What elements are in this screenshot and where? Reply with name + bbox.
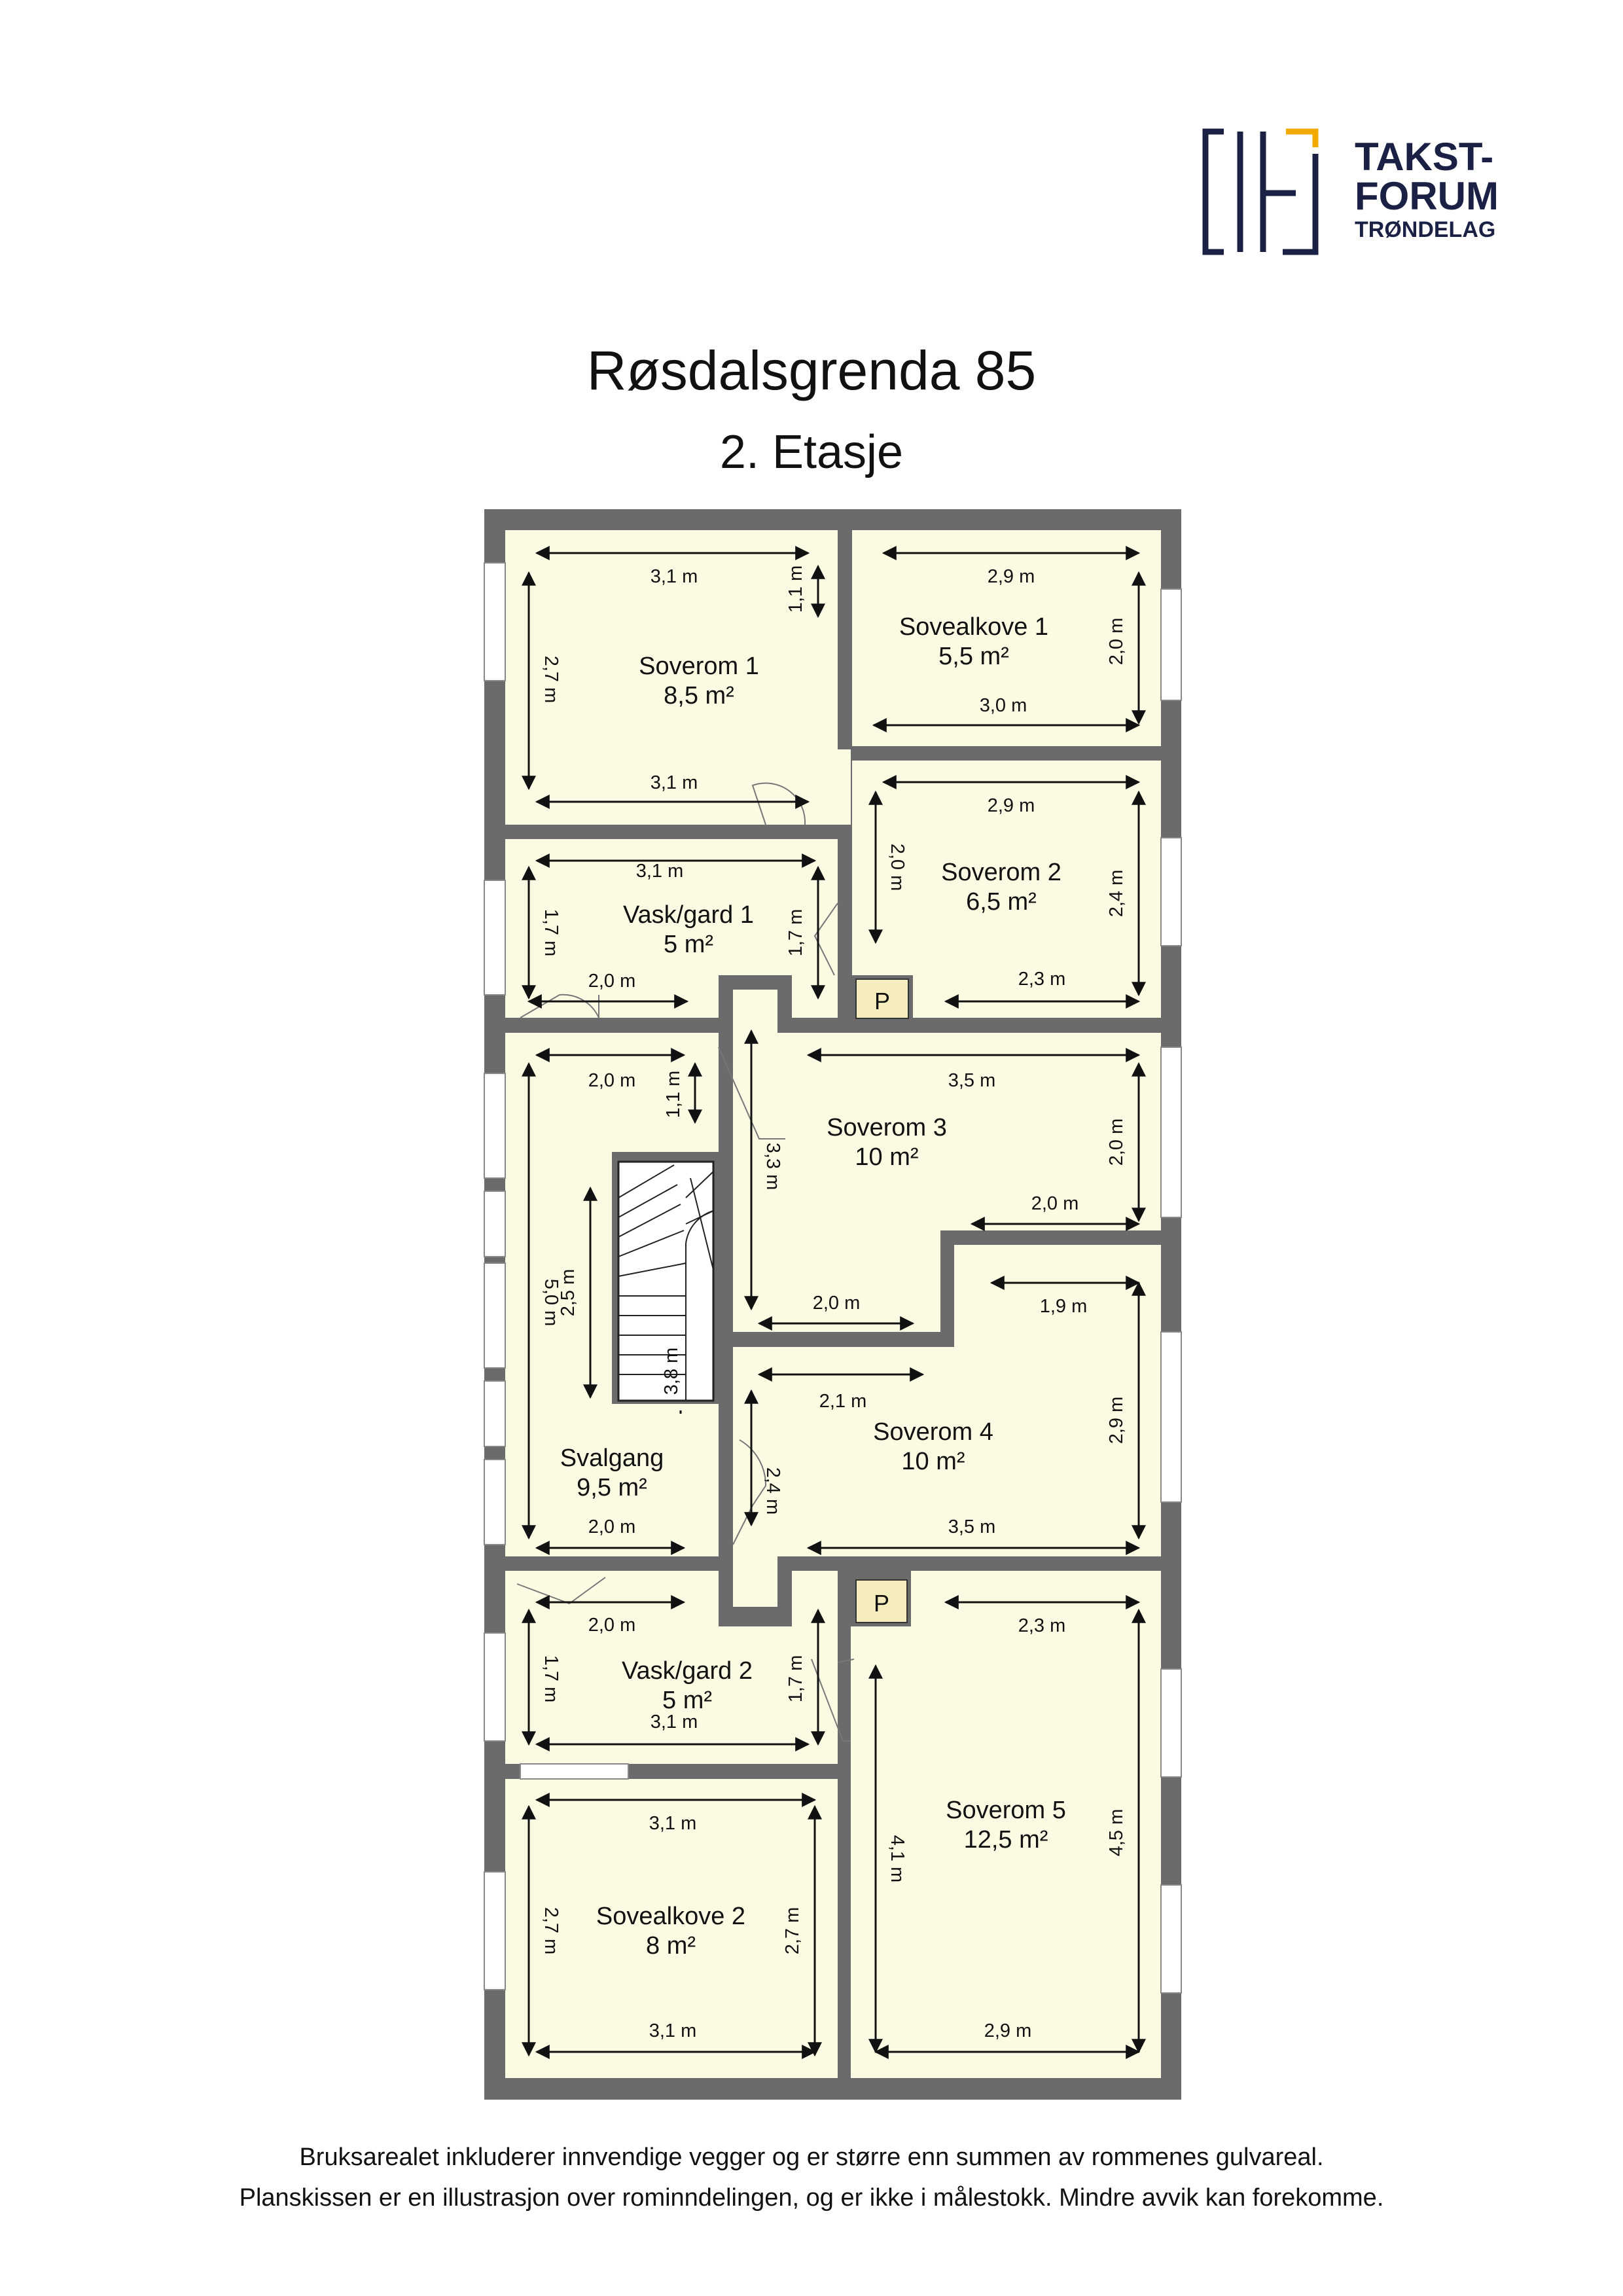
dim-a1-top: 2,9 m xyxy=(988,566,1035,587)
dim-v2-right: 1,7 m xyxy=(785,1655,806,1703)
room-name-soverom-4: Soverom 4 xyxy=(873,1418,993,1446)
dim-sg-stair: 3,8 m xyxy=(661,1348,682,1395)
dim-a1-bottom: 3,0 m xyxy=(980,695,1027,716)
room-area-vask-gard-2: 5 m² xyxy=(662,1687,712,1714)
dim-s4-top: 1,9 m xyxy=(1040,1296,1088,1317)
room-name-soverom-1: Soverom 1 xyxy=(639,653,759,680)
room-area-soverom-1: 8,5 m² xyxy=(664,682,734,709)
room-area-soverom-3: 10 m² xyxy=(855,1143,918,1171)
dim-s2-left: 2,0 m xyxy=(887,844,908,891)
logo-line-1: TAKST- xyxy=(1355,135,1494,179)
logo-line-2: FORUM xyxy=(1355,174,1499,218)
dim-v2-top: 2,0 m xyxy=(588,1615,636,1636)
dim-a2-bottom: 3,1 m xyxy=(649,2020,697,2041)
dim-a2-top: 3,1 m xyxy=(649,1813,697,1834)
room-name-soverom-2: Soverom 2 xyxy=(941,859,1061,886)
room-area-svalgang: 9,5 m² xyxy=(577,1474,647,1501)
room-area-soverom-4: 10 m² xyxy=(901,1448,965,1475)
dimension-labels: 3,1 m 1,1 m 2,7 m 3,1 m 2,9 m 2,0 m 3,0 … xyxy=(541,565,1127,2041)
windows xyxy=(484,562,1182,1994)
dim-s2-bottom: 2,3 m xyxy=(1018,969,1066,990)
room-name-sovealkove-2: Sovealkove 2 xyxy=(596,1903,745,1930)
room-area-sovealkove-2: 8 m² xyxy=(646,1932,696,1960)
floor-soverom-4 xyxy=(733,1245,1161,1607)
dim-s1-left: 2,7 m xyxy=(541,656,562,704)
dim-a2-left: 2,7 m xyxy=(541,1907,562,1955)
room-area-soverom-2: 6,5 m² xyxy=(966,888,1037,916)
logo-mark xyxy=(1202,128,1319,255)
dim-s3-left: 3,3 m xyxy=(762,1143,783,1191)
p-box-2 xyxy=(855,1579,908,1623)
dim-s1-notch: 1,1 m xyxy=(785,565,806,613)
dim-v1-top: 3,1 m xyxy=(636,861,684,882)
takst-forum-logo xyxy=(1202,128,1319,255)
dim-s3-top: 3,5 m xyxy=(948,1070,996,1091)
p-label-1: P xyxy=(874,988,890,1014)
dim-sg-stair-left: 2,5 m xyxy=(558,1269,579,1317)
dim-sg-top: 2,0 m xyxy=(588,1070,636,1091)
dim-s4-right: 2,9 m xyxy=(1106,1397,1127,1444)
room-area-vask-gard-1: 5 m² xyxy=(664,931,713,958)
dim-s5-top: 2,3 m xyxy=(1018,1615,1066,1636)
dim-s4-left: 2,4 m xyxy=(762,1467,783,1515)
dim-s5-left: 4,1 m xyxy=(887,1835,908,1883)
dim-s5-bottom: 2,9 m xyxy=(984,2020,1032,2041)
dim-s1-top: 3,1 m xyxy=(651,566,698,587)
room-floors xyxy=(505,530,1161,2078)
dim-s4-topleft: 2,1 m xyxy=(819,1391,867,1412)
room-labels: Soverom 1 8,5 m² Sovealkove 1 5,5 m² Sov… xyxy=(560,613,1066,1960)
dim-s4-bottom: 3,5 m xyxy=(948,1516,996,1537)
floor-subtitle: 2. Etasje xyxy=(719,426,904,478)
floor-soverom-5 xyxy=(851,1571,1161,2078)
room-area-sovealkove-1: 5,5 m² xyxy=(938,643,1009,670)
dim-sg-left: 5,0 m xyxy=(541,1279,562,1327)
floor-soverom-1 xyxy=(505,530,851,825)
room-area-soverom-5: 12,5 m² xyxy=(964,1826,1048,1854)
dim-v1-left: 1,7 m xyxy=(541,909,562,957)
floor-vask-gard-2 xyxy=(505,1571,838,1764)
floor-sovealkove-1 xyxy=(852,530,1161,746)
page-title: Røsdalsgrenda 85 xyxy=(586,340,1037,401)
dim-v1-right: 1,7 m xyxy=(785,909,806,957)
dim-s2-top: 2,9 m xyxy=(988,795,1035,816)
footer-note-2: Planskissen er en illustrasjon over romi… xyxy=(239,2184,1384,2212)
dim-a1-right: 2,0 m xyxy=(1106,618,1127,666)
room-name-sovealkove-1: Sovealkove 1 xyxy=(899,613,1048,641)
staircase xyxy=(617,1160,715,1402)
dim-v2-bottom: 3,1 m xyxy=(651,1712,698,1732)
footer-note-1: Bruksarealet inkluderer innvendige vegge… xyxy=(299,2144,1324,2171)
floor-sovealkove-2 xyxy=(505,1779,838,2078)
dim-s3-bottom: 2,0 m xyxy=(813,1293,861,1314)
room-name-svalgang: Svalgang xyxy=(560,1444,664,1472)
dim-s2-right: 2,4 m xyxy=(1106,870,1127,918)
floor-svalgang xyxy=(505,1033,719,1556)
logo-line-3: TRØNDELAG xyxy=(1355,217,1496,242)
p-label-2: P xyxy=(874,1590,889,1617)
room-name-vask-gard-2: Vask/gard 2 xyxy=(622,1657,753,1685)
dim-s3-right: 2,0 m xyxy=(1106,1119,1127,1166)
floor-vask-gard-1 xyxy=(505,839,838,1018)
room-name-soverom-3: Soverom 3 xyxy=(827,1114,947,1141)
dim-sg-notch: 1,1 m xyxy=(663,1071,684,1119)
dim-s5-right: 4,5 m xyxy=(1106,1809,1127,1857)
room-name-soverom-5: Soverom 5 xyxy=(946,1797,1066,1824)
dim-s1-bottom: 3,1 m xyxy=(651,772,698,793)
dim-sg-bottom: 2,0 m xyxy=(588,1516,636,1537)
dim-v1-bottom: 2,0 m xyxy=(588,971,636,992)
room-name-vask-gard-1: Vask/gard 1 xyxy=(623,901,754,929)
dim-s3-mid: 2,0 m xyxy=(1031,1193,1079,1214)
dim-a2-right: 2,7 m xyxy=(782,1907,803,1955)
dim-v2-left: 1,7 m xyxy=(541,1655,562,1703)
floor-soverom-2 xyxy=(852,761,1161,1018)
dimension-lines xyxy=(522,546,1146,2059)
floor-soverom-3 xyxy=(733,990,1161,1332)
p-box-1 xyxy=(855,978,909,1019)
